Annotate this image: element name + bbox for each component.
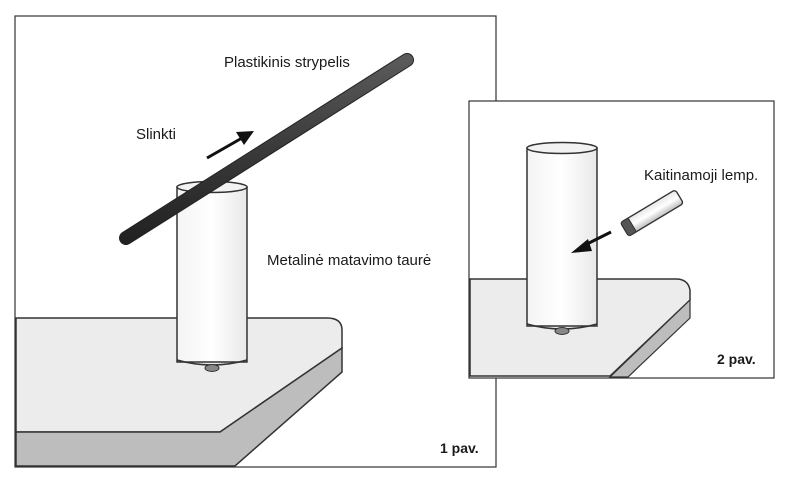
table-1 bbox=[15, 317, 343, 467]
slide-arrow-icon bbox=[206, 131, 254, 160]
label-heating-lamp: Kaitinamoji lemp. bbox=[644, 167, 758, 184]
cup-body bbox=[176, 186, 248, 363]
metal-cup-2 bbox=[526, 141, 598, 335]
metal-measuring-cup bbox=[176, 180, 248, 372]
label-plastic-rod: Plastikinis strypelis bbox=[224, 54, 350, 71]
table-1-edge bbox=[15, 346, 343, 467]
figure-1-caption: 1 pav. bbox=[440, 440, 479, 456]
cup-foot bbox=[204, 364, 220, 372]
cup-2-body bbox=[526, 147, 598, 327]
table-2-edge bbox=[608, 298, 691, 378]
label-metal-cup: Metalinė matavimo taurė bbox=[267, 252, 431, 269]
cup-2-foot bbox=[554, 327, 570, 335]
heat-direction-arrow-icon bbox=[571, 230, 612, 253]
cup-2-rim bbox=[526, 141, 598, 155]
label-slide: Slinkti bbox=[136, 126, 176, 143]
figure-2-panel: Kaitinamoji lemp. 2 pav. bbox=[468, 100, 775, 379]
figure-1-panel: Plastikinis strypelis Slinkti Metalinė m… bbox=[14, 15, 497, 468]
plastic-rod bbox=[119, 53, 414, 245]
figure-2-caption: 2 pav. bbox=[717, 351, 756, 367]
heating-lamp bbox=[620, 190, 684, 237]
